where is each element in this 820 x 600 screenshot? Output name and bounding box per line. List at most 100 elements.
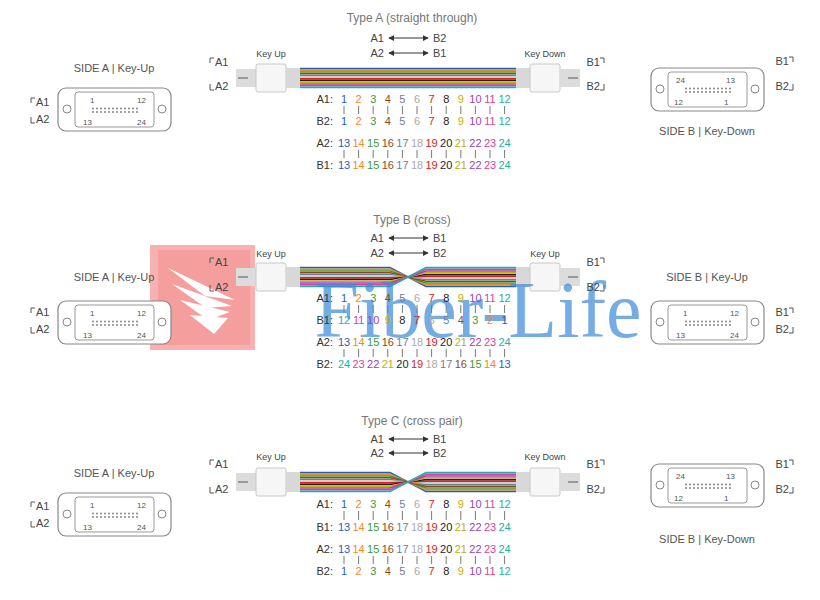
fiber-number: 22 bbox=[469, 522, 481, 533]
fiber-number: 15 bbox=[469, 359, 481, 370]
fiber-number: 6 bbox=[414, 293, 420, 304]
tick bbox=[446, 556, 447, 564]
fiber-number: 23 bbox=[352, 359, 364, 370]
cable-assembly bbox=[31, 439, 793, 564]
side-label: SIDE B | Key-Up bbox=[666, 272, 748, 283]
fiber-number: 4 bbox=[385, 499, 391, 510]
bracket bbox=[210, 460, 214, 465]
fiber-number: 3 bbox=[370, 116, 376, 127]
fiber-number: 6 bbox=[414, 566, 420, 577]
fiber-number: 17 bbox=[396, 522, 408, 533]
bracket bbox=[210, 487, 214, 493]
fiber-position-number: 12 bbox=[730, 310, 739, 318]
fiber bbox=[300, 78, 516, 80]
row-label: B2: bbox=[316, 566, 333, 577]
fiber-number: 1 bbox=[341, 566, 347, 577]
fiber-number: 5 bbox=[399, 293, 405, 304]
mapping-arrow bbox=[389, 453, 428, 454]
fiber-position-number: 12 bbox=[674, 495, 683, 503]
tick bbox=[504, 556, 505, 564]
tick bbox=[402, 106, 403, 114]
fiber-number: 20 bbox=[440, 544, 452, 555]
fiber-number: 16 bbox=[382, 522, 394, 533]
fiber-position-number: 13 bbox=[676, 332, 685, 340]
fiber-number: 3 bbox=[370, 293, 376, 304]
fiber-number: 24 bbox=[338, 359, 350, 370]
fiber bbox=[300, 83, 516, 85]
fiber-number: 20 bbox=[440, 337, 452, 348]
tick bbox=[460, 511, 461, 520]
row-label: A2: bbox=[316, 138, 333, 149]
ferrule bbox=[560, 69, 580, 87]
mapping-label: A1 bbox=[371, 33, 384, 44]
fiber-position-number: 24 bbox=[676, 77, 685, 85]
fiber-number: 17 bbox=[396, 544, 408, 555]
fiber-number: 22 bbox=[469, 544, 481, 555]
fiber-position-number: 12 bbox=[674, 99, 683, 107]
tick bbox=[504, 511, 505, 520]
tick bbox=[373, 556, 374, 564]
polarity-label: B1 bbox=[776, 307, 789, 318]
fiber-number: 6 bbox=[429, 315, 435, 326]
fiber-number: 17 bbox=[396, 160, 408, 171]
fiber bbox=[300, 76, 516, 78]
connector-face: 2413121 bbox=[650, 67, 765, 112]
tick bbox=[446, 106, 447, 114]
connector-face: 1121324 bbox=[57, 87, 172, 132]
fiber-number: 16 bbox=[382, 138, 394, 149]
tick bbox=[431, 349, 432, 357]
fiber-position-number: 1 bbox=[724, 495, 728, 503]
key-label: Key Up bbox=[256, 250, 286, 259]
ferrule bbox=[236, 473, 256, 491]
fiber-position-number: 1 bbox=[724, 99, 728, 107]
fiber-number: 13 bbox=[338, 522, 350, 533]
fiber-number: 19 bbox=[425, 522, 437, 533]
polarity-label: A2 bbox=[36, 324, 49, 335]
fiber-number: 8 bbox=[443, 293, 449, 304]
polarity-label: B1 bbox=[776, 459, 789, 470]
fiber-number: 12 bbox=[498, 566, 510, 577]
connector-face: 1121324 bbox=[57, 300, 172, 345]
key-label: Key Up bbox=[530, 250, 560, 259]
fiber-number: 19 bbox=[411, 359, 423, 370]
fiber-number: 16 bbox=[382, 160, 394, 171]
fiber bbox=[300, 70, 516, 72]
fiber-position-number: 24 bbox=[676, 473, 685, 481]
ferrule-mark bbox=[238, 481, 248, 483]
bracket bbox=[600, 258, 604, 263]
fiber-number: 7 bbox=[429, 499, 435, 510]
polarity-label: A1 bbox=[215, 257, 228, 268]
fiber-position-number: 13 bbox=[83, 524, 92, 532]
polarity-label: A2 bbox=[36, 114, 49, 125]
tick bbox=[387, 150, 388, 158]
fiber-number: 21 bbox=[455, 138, 467, 149]
fiber-number: 13 bbox=[338, 544, 350, 555]
tick bbox=[475, 556, 476, 564]
row-label: A1: bbox=[316, 499, 333, 510]
fiber-number: 23 bbox=[484, 138, 496, 149]
key-label: Key Down bbox=[524, 453, 565, 462]
bracket bbox=[31, 502, 35, 507]
fiber-number: 14 bbox=[352, 138, 364, 149]
face-outline bbox=[57, 492, 172, 537]
fiber-number: 18 bbox=[425, 359, 437, 370]
polarity-label: B1 bbox=[587, 57, 600, 68]
tick bbox=[475, 349, 476, 357]
bracket bbox=[210, 84, 214, 90]
tick bbox=[490, 106, 491, 114]
ferrule-mark bbox=[238, 77, 248, 79]
bracket bbox=[789, 487, 793, 493]
fiber-number: 2 bbox=[356, 293, 362, 304]
fiber-number: 9 bbox=[385, 315, 391, 326]
fiber-number: 5 bbox=[399, 116, 405, 127]
tick bbox=[402, 150, 403, 158]
fiber-number: 14 bbox=[352, 337, 364, 348]
mapping-arrow bbox=[389, 439, 428, 440]
fiber-number: 4 bbox=[385, 94, 391, 105]
fiber-number: 11 bbox=[484, 94, 495, 105]
tick bbox=[373, 511, 374, 520]
bracket bbox=[600, 58, 604, 63]
fiber-number: 13 bbox=[338, 337, 350, 348]
fiber-number: 12 bbox=[498, 94, 510, 105]
mapping-arrow bbox=[389, 53, 428, 54]
